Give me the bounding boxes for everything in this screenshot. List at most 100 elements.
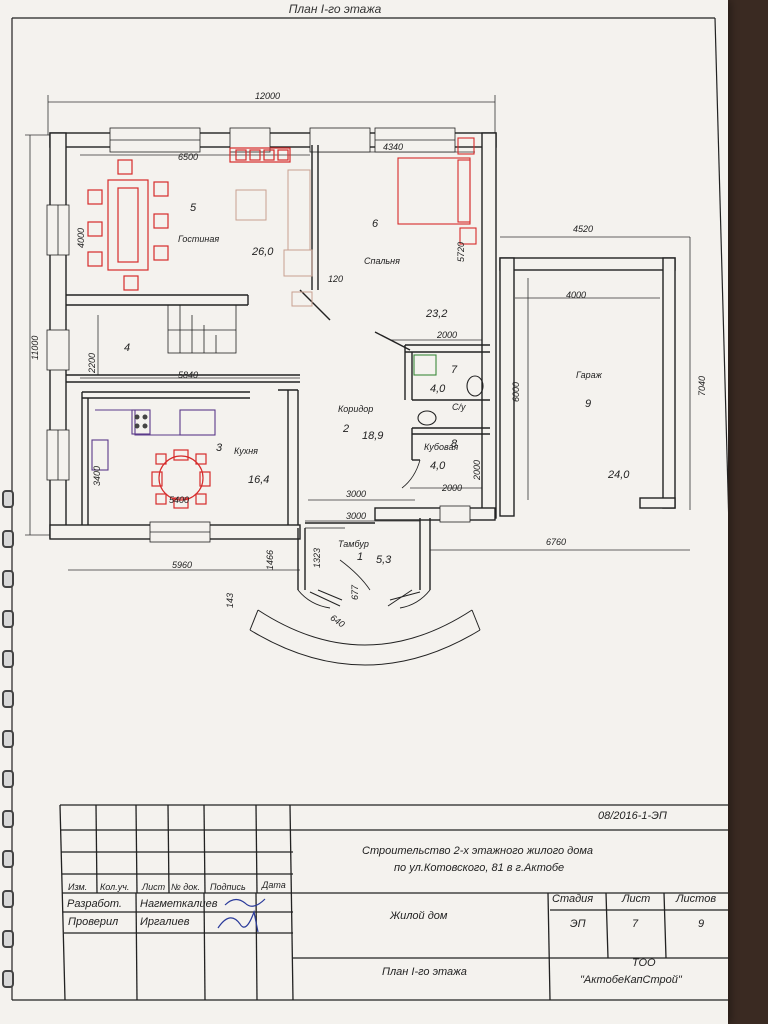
room-8-area: 4,0 [430, 460, 446, 472]
drawing-sheet: План I-го этажа [0, 0, 728, 1024]
dim-4000-left: 4000 [76, 227, 86, 248]
org-line-2: "АктобеКапСтрой" [580, 974, 682, 986]
room-5-name: Гостиная [178, 234, 220, 244]
role-developed: Разработ. [67, 898, 122, 910]
binder-ring [2, 610, 14, 628]
kitchen-furniture [91, 409, 216, 471]
room-3-name: Кухня [234, 446, 258, 456]
col-header-kol: Кол.уч. [100, 882, 130, 892]
room-9-number: 9 [585, 398, 592, 410]
dim-2000-vertical: 2000 [472, 459, 482, 480]
sheet-label: Лист [622, 893, 651, 905]
dim-5960: 5960 [172, 560, 193, 570]
exterior-walls [49, 132, 497, 540]
bedroom-furniture [397, 137, 477, 245]
room-2-area: 18,9 [362, 430, 384, 442]
col-header-izm: Изм. [68, 882, 88, 892]
title-block-grid [59, 804, 728, 1001]
binder-ring [2, 530, 14, 548]
room-1-number: 1 [357, 551, 364, 563]
garage-walls [499, 257, 676, 517]
room-6-name: Спальня [364, 256, 400, 266]
name-checked: Иргалиев [140, 916, 190, 928]
entrance-porch [249, 589, 481, 666]
name-developed: Нагметкалиев [140, 898, 218, 910]
room-6-area: 23,2 [426, 308, 448, 320]
dim-total-width: 12000 [255, 91, 281, 101]
dim-6500: 6500 [178, 152, 199, 162]
sheets-value: 9 [698, 918, 705, 930]
dim-677: 677 [350, 584, 360, 600]
drawing-name: План I-го этажа [382, 966, 467, 978]
dim-5720: 5720 [456, 241, 466, 262]
dim-120: 120 [328, 274, 344, 284]
room-5-area: 26,0 [252, 246, 274, 258]
binder-ring [2, 650, 14, 668]
stage-label: Стадия [552, 893, 594, 905]
staircase [167, 304, 237, 354]
drawing-frame [11, 17, 728, 1001]
interior-walls [66, 145, 490, 590]
dim-4340: 4340 [383, 142, 404, 152]
sheet-value: 7 [632, 918, 639, 930]
room-7-number: 7 [451, 364, 458, 376]
dim-2000-boiler: 2000 [442, 483, 463, 493]
binder-ring [2, 970, 14, 988]
building-name: Жилой дом [390, 910, 448, 922]
floor-plan-drawing [11, 17, 728, 1001]
project-line-1: Строительство 2-х этажного жилого дома [362, 845, 594, 857]
room-3-area: 16,4 [248, 474, 270, 486]
binder-ring [2, 770, 14, 788]
col-header-doc: № док. [171, 882, 200, 892]
dim-4520: 4520 [573, 224, 594, 234]
dim-143: 143 [225, 592, 235, 608]
dim-3400: 3400 [92, 465, 102, 486]
binder-ring [2, 690, 14, 708]
kitchen-stove [134, 414, 148, 429]
dim-3000-vestibule: 3000 [346, 511, 367, 521]
room-2-number: 2 [343, 423, 350, 435]
org-line-1: ТОО [632, 957, 656, 969]
dim-1323: 1323 [312, 547, 322, 568]
room-8-number: 8 [451, 438, 458, 450]
dim-6000: 6000 [511, 381, 521, 402]
binder-ring [2, 490, 14, 508]
room-7-area: 4,0 [430, 383, 446, 395]
room-1-area: 5,3 [376, 554, 392, 566]
role-checked: Проверил [68, 916, 119, 928]
dim-6760: 6760 [546, 537, 567, 547]
sheet-title: План I-го этажа [288, 2, 382, 16]
dim-1466: 1466 [265, 549, 275, 570]
dim-7040: 7040 [697, 375, 707, 396]
dim-5840: 5840 [178, 370, 199, 380]
living-furniture [87, 147, 291, 291]
dining-set-kitchen [151, 449, 211, 509]
col-header-sign: Подпись [210, 882, 246, 892]
binder-ring [2, 570, 14, 588]
binder-ring [2, 930, 14, 948]
col-header-list: Лист [142, 882, 166, 892]
document-code: 08/2016-1-ЭП [598, 810, 667, 822]
dim-4000-garage: 4000 [566, 290, 587, 300]
room-8-name: Кубовая [424, 442, 459, 452]
bath-fixtures [413, 354, 484, 426]
room-6-number: 6 [372, 218, 379, 230]
dim-5400: 5400 [169, 495, 190, 505]
binder-ring [2, 730, 14, 748]
door-swings [305, 459, 421, 591]
col-header-date: Дата [262, 880, 286, 890]
room-9-name: Гараж [576, 370, 602, 380]
stage-value: ЭП [570, 918, 586, 930]
room-5-number: 5 [190, 202, 197, 214]
binder-ring [2, 890, 14, 908]
room-7-name: С/у [452, 402, 466, 412]
room-4-number: 4 [124, 342, 131, 354]
sofa-and-table [235, 169, 313, 307]
signatures [217, 898, 266, 933]
binder-ring [2, 810, 14, 828]
room-9-area: 24,0 [608, 469, 630, 481]
windows [46, 127, 471, 543]
dim-total-depth: 11000 [30, 335, 40, 360]
room-3-number: 3 [216, 442, 223, 454]
dim-2200: 2200 [87, 352, 97, 373]
